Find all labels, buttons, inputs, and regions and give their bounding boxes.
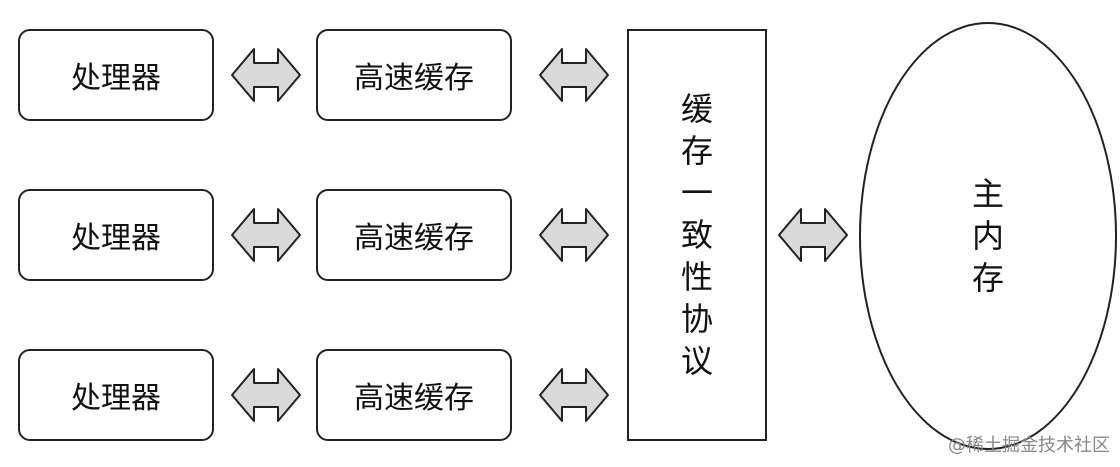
main-memory-label: 主内存 (971, 175, 1004, 297)
processor-label-3: 处理器 (71, 381, 161, 416)
bidirectional-arrow-icon (539, 368, 609, 422)
bidirectional-arrow-icon (231, 368, 301, 422)
bidirectional-arrow-icon (539, 208, 609, 262)
bidirectional-arrow-icon (778, 208, 848, 262)
bidirectional-arrow-icon (539, 48, 609, 102)
coherence-protocol-label: 缓存一致性协议 (680, 90, 713, 380)
bidirectional-arrow-icon (231, 208, 301, 262)
processor-label-1: 处理器 (71, 61, 161, 96)
cache-box-3: 高速缓存 (316, 349, 512, 441)
bidirectional-arrow-icon (231, 48, 301, 102)
processor-label-2: 处理器 (71, 221, 161, 256)
cache-label-1: 高速缓存 (354, 61, 474, 96)
watermark: @稀土掘金技术社区 (948, 435, 1110, 456)
coherence-protocol-box: 缓存一致性协议 (627, 29, 767, 441)
cache-label-3: 高速缓存 (354, 381, 474, 416)
cache-label-2: 高速缓存 (354, 221, 474, 256)
cache-box-1: 高速缓存 (316, 29, 512, 121)
processor-box-3: 处理器 (18, 349, 214, 441)
main-memory-ellipse: 主内存 (859, 22, 1117, 450)
processor-box-1: 处理器 (18, 29, 214, 121)
processor-box-2: 处理器 (18, 189, 214, 281)
cache-box-2: 高速缓存 (316, 189, 512, 281)
